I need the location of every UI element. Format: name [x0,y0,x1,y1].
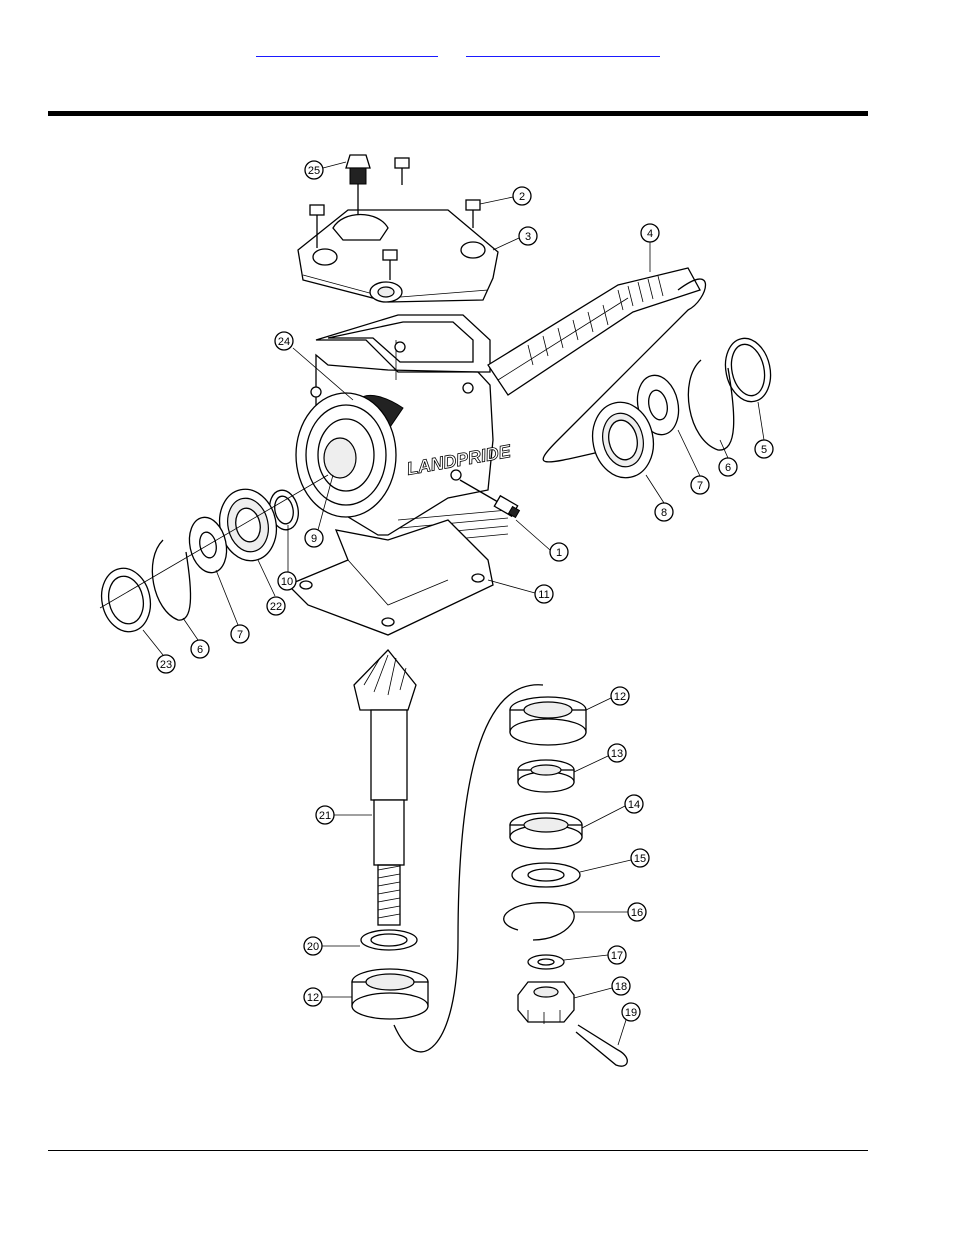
retaining-ring [503,902,575,941]
callout-9: 9 [304,474,334,548]
callout-8: 8 [645,474,674,522]
svg-text:12: 12 [614,691,626,703]
callout-13: 13 [573,743,627,773]
callout-6-left: 6 [182,617,210,659]
side-seal [100,567,152,633]
svg-text:5: 5 [761,444,767,456]
callout-14: 14 [581,794,644,829]
svg-text:19: 19 [625,1007,637,1019]
svg-text:20: 20 [307,941,319,953]
callout-21: 21 [315,805,372,825]
callout-5: 5 [754,401,774,459]
output-shaft [370,709,408,926]
callout-1: 1 [515,519,569,562]
side-axis-line [99,474,329,609]
svg-text:23: 23 [160,659,172,671]
svg-text:13: 13 [611,748,623,760]
svg-text:25: 25 [308,165,320,177]
svg-text:7: 7 [237,629,243,641]
adjusting-nut [517,759,575,793]
svg-text:4: 4 [647,228,653,240]
header-rule [48,111,868,116]
callout-11: 11 [487,579,554,604]
svg-text:16: 16 [631,907,643,919]
lower-spacer [360,929,418,951]
side-bearing [218,488,278,562]
callout-24: 24 [274,331,354,401]
callout-19: 19 [617,1002,641,1046]
svg-text:17: 17 [611,950,623,962]
svg-text:22: 22 [270,601,282,613]
callout-3: 3 [492,226,538,251]
svg-text:24: 24 [278,336,290,348]
callout-15: 15 [579,848,650,873]
svg-text:6: 6 [725,462,731,474]
callout-23: 23 [142,629,176,674]
svg-text:6: 6 [197,644,203,656]
svg-text:11: 11 [538,589,549,601]
svg-text:8: 8 [661,507,667,519]
callout-2: 2 [479,186,532,206]
castle-nut [517,981,575,1024]
fill-plug [459,479,521,519]
callout-20: 20 [303,936,360,956]
callout-12-top: 12 [585,686,630,711]
svg-text:7: 7 [697,480,703,492]
footer-rule [48,1150,868,1151]
svg-text:14: 14 [628,799,640,811]
gearbox-housing: LANDPRIDE [295,314,513,545]
svg-text:9: 9 [311,533,317,545]
callout-25: 25 [304,160,347,180]
input-seal [724,337,772,403]
callout-22: 22 [257,559,286,616]
pinion-gear [353,649,417,711]
callout-16: 16 [574,902,647,922]
input-bearing [591,401,655,479]
svg-text:21: 21 [319,810,331,822]
svg-text:1: 1 [556,547,562,559]
svg-text:18: 18 [615,981,627,993]
upper-bearing [509,696,587,746]
svg-text:3: 3 [525,231,531,243]
small-washer [527,954,565,970]
callout-17: 17 [563,945,627,965]
top-cover [297,209,499,303]
callout-10: 10 [277,525,297,591]
svg-text:12: 12 [307,992,319,1004]
svg-text:10: 10 [281,576,293,588]
thrust-washer [511,862,581,888]
gearbox-exploded-diagram: LANDPRIDE [99,154,774,1067]
svg-text:15: 15 [634,853,646,865]
callout-6-right: 6 [718,439,738,477]
input-snap-ring [687,359,735,451]
cotter-pin [575,1024,628,1067]
svg-text:2: 2 [519,191,525,203]
callout-4: 4 [640,223,660,272]
lower-bearing [351,968,429,1020]
callout-12-bottom: 12 [303,987,352,1007]
output-cord-line [393,684,544,1053]
vent-plug [332,154,389,241]
callout-7-right: 7 [677,429,710,495]
callout-7-left: 7 [215,569,250,644]
side-snap-ring [151,539,192,621]
cover-bolts [309,157,481,280]
header-link-1[interactable] [256,38,438,57]
oil-seal [509,812,583,850]
callout-group: 1 2 3 4 5 6 7 8 9 10 11 12 13 14 15 16 1… [142,160,774,1046]
header-link-2[interactable] [466,38,660,57]
callout-18: 18 [573,976,631,999]
housing-base [286,519,494,636]
input-shaft [487,267,706,463]
